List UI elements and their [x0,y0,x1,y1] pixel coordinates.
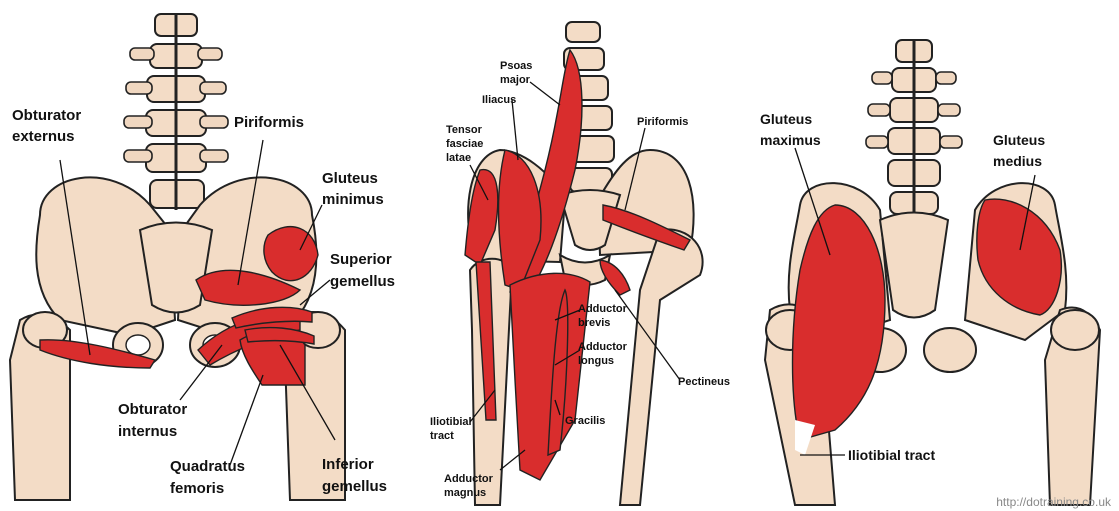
label-psoas-major-2: major [500,74,531,86]
label-adductor-brevis-1: Adductor [578,303,628,315]
label-adductor-magnus-1: Adductor [444,473,494,485]
label-tensor-fasciae-latae-2: fasciae [446,138,483,150]
label-superior-gemellus-2: gemellus [330,273,395,290]
label-gluteus-maximus-1: Gluteus [760,111,812,127]
label-adductor-longus-2: longus [578,355,614,367]
panel-left-deep-rotators: Obturator externus Piriformis Gluteus mi… [10,14,395,500]
label-quadratus-femoris-2: femoris [170,480,224,497]
label-superior-gemellus-1: Superior [330,251,392,268]
label-obturator-internus-2: internus [118,423,177,440]
label-iliotibial-tract-2: tract [430,430,454,442]
label-obturator-externus-2: externus [12,128,75,145]
label-piriformis-middle: Piriformis [637,116,688,128]
credit-url: http://dotraining.co.uk [996,495,1111,509]
label-quadratus-femoris-1: Quadratus [170,458,245,475]
label-piriformis-left: Piriformis [234,114,304,131]
label-iliacus: Iliacus [482,94,516,106]
label-adductor-brevis-2: brevis [578,317,610,329]
label-inferior-gemellus-1: Inferior [322,456,374,473]
label-gluteus-maximus-2: maximus [760,132,821,148]
panel-middle-anterior: Psoas major Iliacus Tensor fasciae latae… [430,22,730,505]
label-gluteus-minimus-1: Gluteus [322,170,378,187]
panel-right-gluteals: Gluteus maximus Gluteus medius Iliotibia… [760,40,1100,505]
label-adductor-longus-1: Adductor [578,341,628,353]
label-adductor-magnus-2: magnus [444,487,486,499]
lumbar-spine-left [124,14,228,210]
lumbar-spine-right [866,40,962,215]
label-iliotibial-tract-right: Iliotibial tract [848,447,935,463]
label-obturator-externus-1: Obturator [12,107,81,124]
label-tensor-fasciae-latae-1: Tensor [446,124,483,136]
label-gluteus-medius-2: medius [993,153,1042,169]
label-gracilis: Gracilis [565,415,605,427]
label-gluteus-medius-1: Gluteus [993,132,1045,148]
label-iliotibial-tract-1: Iliotibial [430,416,472,428]
label-tensor-fasciae-latae-3: latae [446,152,471,164]
label-inferior-gemellus-2: gemellus [322,478,387,495]
label-pectineus: Pectineus [678,376,730,388]
label-obturator-internus-1: Obturator [118,401,187,418]
label-psoas-major-1: Psoas [500,60,532,72]
label-gluteus-minimus-2: minimus [322,191,384,208]
